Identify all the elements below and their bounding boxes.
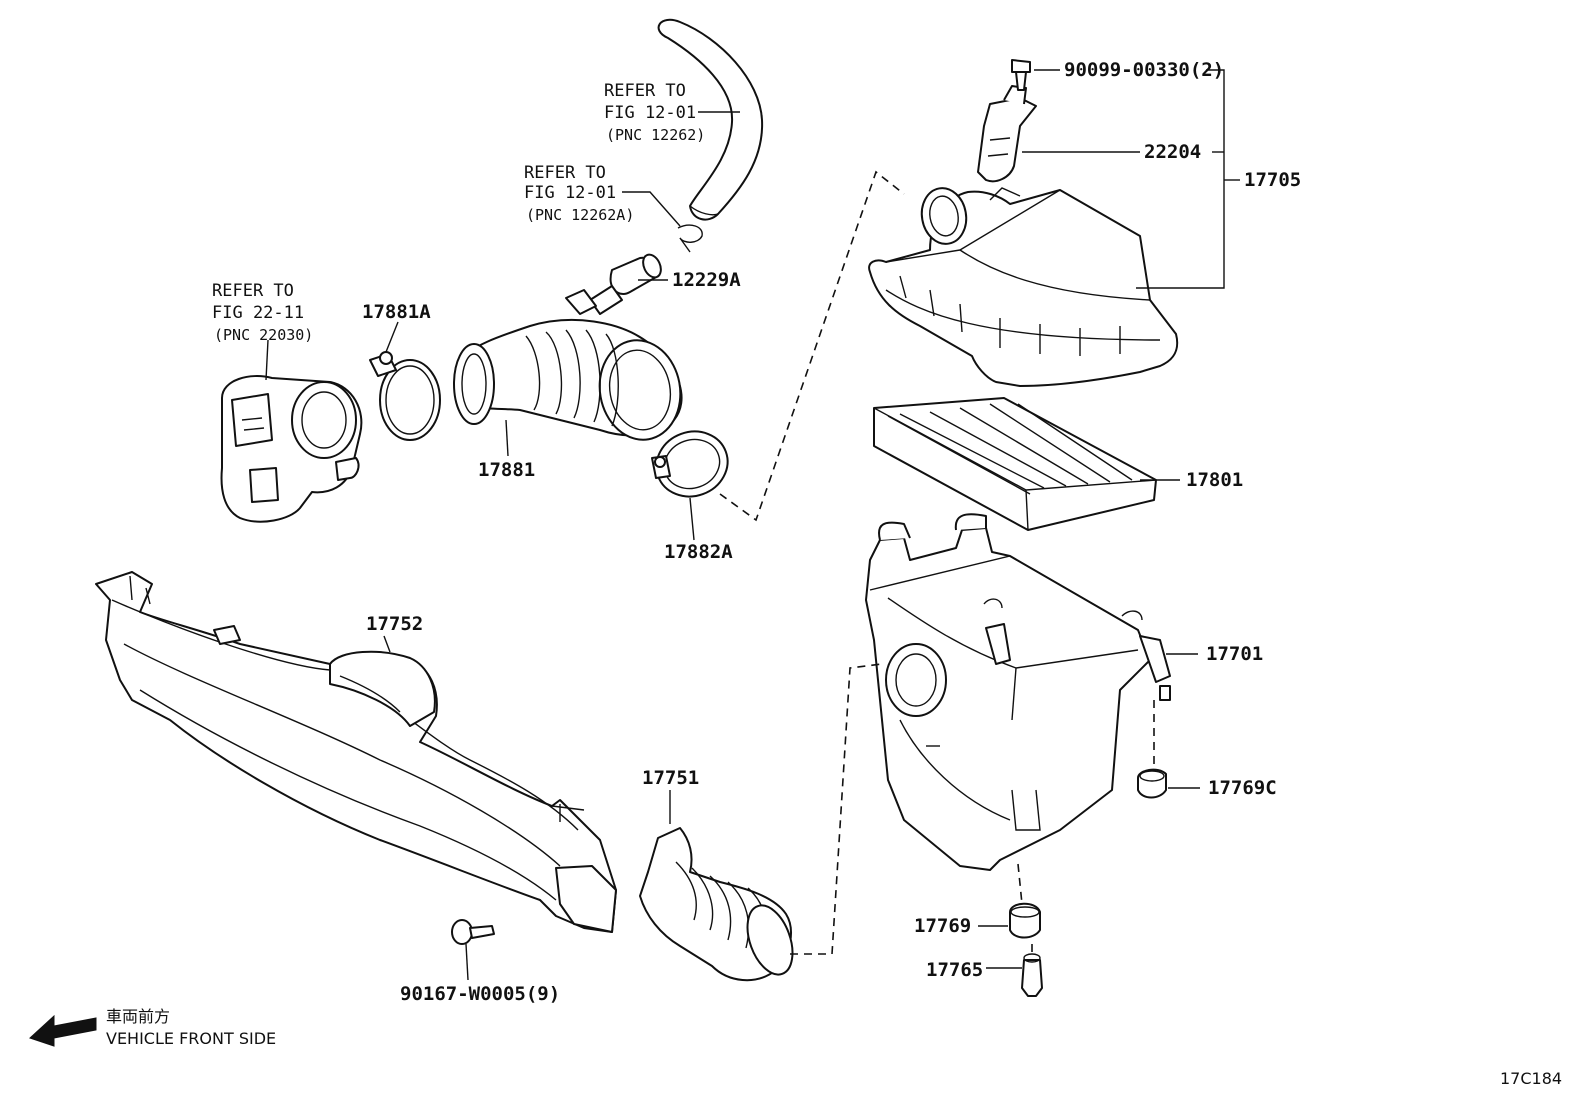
ref-note-line: REFER TO <box>604 81 686 101</box>
clamp-17882a-drawing <box>651 430 729 498</box>
assembly-lines <box>719 170 1155 955</box>
ref-note-line: FIG 12-01 <box>524 183 616 203</box>
inlet-duct-17751-drawing <box>639 827 794 982</box>
part-label-17701[interactable]: 17701 <box>1206 643 1263 665</box>
connector-12229a-drawing <box>589 253 662 315</box>
grommet-17769c-drawing <box>1137 768 1167 799</box>
air-flow-meter-22204-drawing <box>977 85 1037 183</box>
air-cleaner-cap-17705-drawing <box>868 187 1179 387</box>
part-label-22204[interactable]: 22204 <box>1144 141 1201 163</box>
figure-code: 17C184 <box>1500 1069 1562 1088</box>
ref-note-clip: REFER TO FIG 12-01 (PNC 12262A) <box>524 163 634 224</box>
direction-label-en: VEHICLE FRONT SIDE <box>106 1029 276 1048</box>
intake-hose-17881-drawing <box>453 289 683 441</box>
ref-note-hose: REFER TO FIG 12-01 (PNC 12262) <box>604 81 705 144</box>
part-label-90167-w0005[interactable]: 90167-W0005(9) <box>400 983 560 1005</box>
ref-note-line: REFER TO <box>212 281 294 301</box>
part-label-17801[interactable]: 17801 <box>1186 469 1243 491</box>
bolt-90167-drawing <box>451 919 495 945</box>
part-label-17751[interactable]: 17751 <box>642 767 699 789</box>
part-label-17705[interactable]: 17705 <box>1244 169 1301 191</box>
ref-note-line: (PNC 12262A) <box>526 206 634 224</box>
ref-note-line: FIG 12-01 <box>604 103 696 123</box>
part-label-17765[interactable]: 17765 <box>926 959 983 981</box>
ref-note-line: FIG 22-11 <box>212 303 304 323</box>
collar-17765-drawing <box>1021 953 1043 997</box>
case-pin-drawing <box>1159 685 1171 701</box>
throttle-body-drawing <box>220 375 363 523</box>
leader-lines <box>265 69 1240 981</box>
grommet-17769-drawing <box>1009 902 1041 939</box>
front-arrow-icon <box>29 1014 97 1047</box>
bolt-90099-drawing <box>1011 59 1031 91</box>
ref-note-line: (PNC 12262) <box>606 126 705 144</box>
vehicle-front-indicator: 車両前方 VEHICLE FRONT SIDE <box>29 1007 276 1048</box>
part-label-17881[interactable]: 17881 <box>478 459 535 481</box>
hose-clip-drawing <box>677 224 703 253</box>
part-label-17882a[interactable]: 17882A <box>664 541 733 563</box>
part-label-17769c[interactable]: 17769C <box>1208 777 1277 799</box>
part-label-17769[interactable]: 17769 <box>914 915 971 937</box>
clamp-17881a-drawing <box>369 351 441 441</box>
part-label-17881a[interactable]: 17881A <box>362 301 431 323</box>
intake-duct-17752-drawing <box>95 571 617 933</box>
part-label-12229a[interactable]: 12229A <box>672 269 741 291</box>
ref-note-line: REFER TO <box>524 163 606 183</box>
part-label-17752[interactable]: 17752 <box>366 613 423 635</box>
breather-hose-drawing <box>657 19 764 221</box>
air-filter-17801-drawing <box>873 397 1157 531</box>
ref-note-line: (PNC 22030) <box>214 326 313 344</box>
part-label-90099-00330[interactable]: 90099-00330(2) <box>1064 59 1224 81</box>
air-cleaner-case-17701-drawing <box>865 513 1171 871</box>
direction-label-jp: 車両前方 <box>106 1007 170 1026</box>
ref-note-throttle: REFER TO FIG 22-11 (PNC 22030) <box>212 281 313 344</box>
